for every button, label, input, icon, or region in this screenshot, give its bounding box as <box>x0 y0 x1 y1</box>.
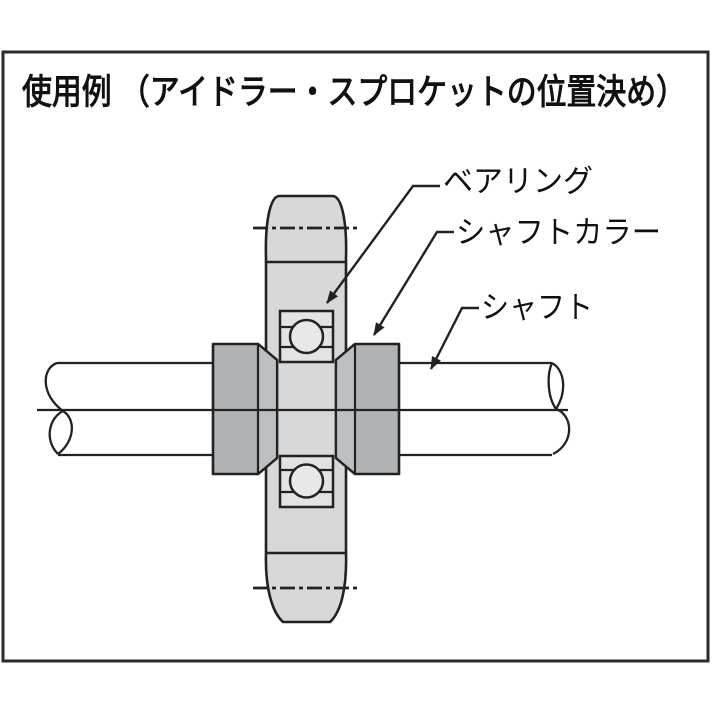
bearing-lower <box>278 454 335 509</box>
callout-shaft-label: シャフト <box>481 290 593 325</box>
shaft-break-right <box>547 361 571 456</box>
shaft-break-left-lens-b <box>57 410 73 455</box>
shaft-break-right-lens-a <box>547 362 557 410</box>
callout-bearing-leader <box>326 184 440 304</box>
callout-shaft-collar-label: シャフトカラー <box>456 215 661 250</box>
diagram-title: 使用例 （アイドラー・スプロケットの位置決め） <box>22 73 686 112</box>
bearing-upper <box>278 309 335 364</box>
bearing-lower-ball <box>288 463 325 499</box>
shaft-break-right-lens-b <box>551 361 565 410</box>
shaft-break-left-upper <box>44 361 64 412</box>
shaft-break-right-lower <box>552 407 571 456</box>
shaft-collar-left <box>211 342 279 476</box>
callout-shaft-leader <box>429 306 479 370</box>
callout-bearing-label: ベアリング <box>443 164 593 199</box>
bearing-upper-ball <box>288 318 325 355</box>
shaft-break-left <box>44 361 73 455</box>
shaft-break-left-lens-a <box>48 409 64 455</box>
callout-shaft-collar-leader <box>372 230 454 336</box>
